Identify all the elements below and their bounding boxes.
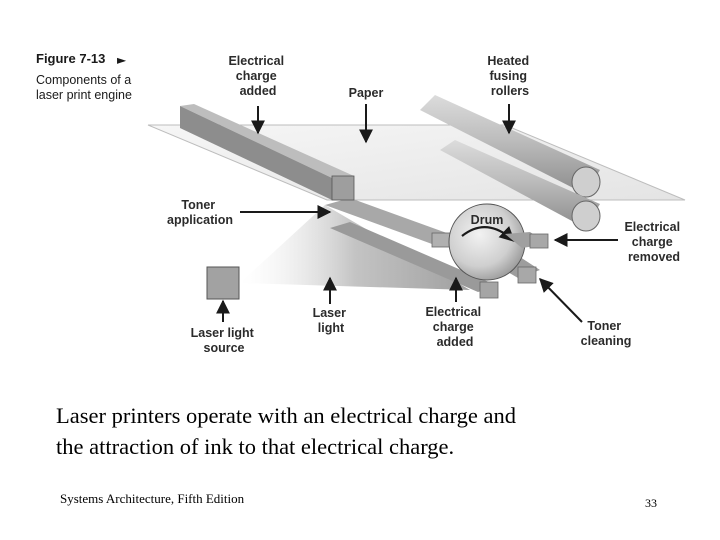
figure-caption-line: laser print engine <box>36 88 132 102</box>
label-toner-cleaning: Toner cleaning <box>581 319 632 348</box>
label-heated-fusing-rollers: Heated fusing rollers <box>487 54 532 98</box>
charge-bar-lower <box>330 222 498 292</box>
figure-pointer-icon: ► <box>117 53 127 67</box>
label-laser-light: Laser light <box>313 306 350 335</box>
laser-print-engine-diagram: Electrical charge added Paper Heated fus… <box>147 54 686 355</box>
slide-body-text: Laser printers operate with an electrica… <box>56 400 696 462</box>
charge-bar-top <box>180 104 354 178</box>
fusing-roller-top-end <box>571 166 601 198</box>
label-toner-application: Toner application <box>167 198 233 227</box>
label-charge-added-top: Electrical charge added <box>228 54 287 98</box>
fusing-roller-bottom-end <box>571 200 601 232</box>
figure-number: Figure 7-13 <box>36 51 106 66</box>
page-number: 33 <box>645 496 657 510</box>
label-charge-removed: Electrical charge removed <box>624 220 683 264</box>
charge-bar-top-side <box>180 106 332 200</box>
charge-bar-top-end <box>331 175 355 201</box>
fusing-roller-top <box>420 95 600 194</box>
label-laser-light-source: Laser light source <box>191 326 258 355</box>
figure-caption-line: Components of a <box>36 73 132 87</box>
laser-beam <box>240 205 470 290</box>
slide-body-line: Laser printers operate with an electrica… <box>56 403 516 428</box>
pointer-toner-cleaning <box>539 277 583 323</box>
slide-footer: Systems Architecture, Fifth Edition <box>60 491 245 506</box>
charge-removed-bar-end <box>529 233 549 249</box>
slide-body-line: the attraction of ink to that electrical… <box>56 434 455 459</box>
cleaning-bar-end <box>517 266 537 284</box>
charge-bar-lower-end <box>479 281 499 299</box>
label-paper: Paper <box>349 86 384 100</box>
toner-bar <box>325 198 455 244</box>
label-drum: Drum <box>471 213 504 227</box>
label-charge-added-bottom: Electrical charge added <box>425 305 484 349</box>
laser-light-source-box <box>206 266 240 300</box>
figure-caption: Components of a laser print engine <box>36 73 136 103</box>
fusing-roller-bottom <box>440 140 600 228</box>
